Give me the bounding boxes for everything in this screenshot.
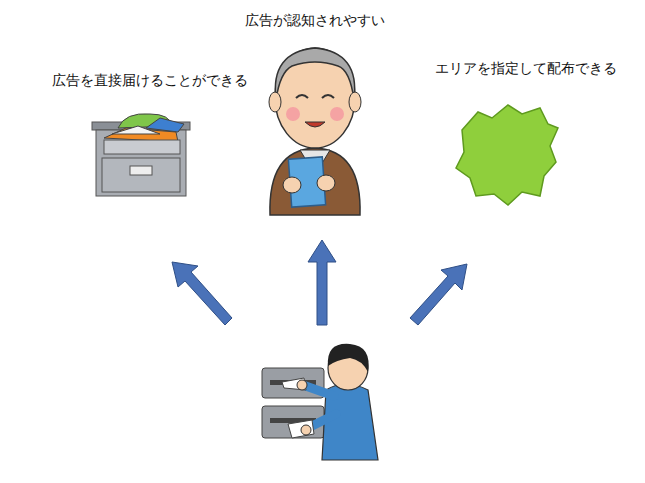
caption-label: 広告を直接届けることができる xyxy=(52,72,248,89)
person-posting xyxy=(262,344,378,460)
caption-label: 広告が認知されやすい xyxy=(245,12,385,29)
drawer-cabinet xyxy=(92,114,190,196)
arrows xyxy=(172,240,467,325)
caption-label: エリアを指定して配布できる xyxy=(435,60,617,77)
area-map xyxy=(456,105,558,205)
elderly-reader xyxy=(269,48,361,215)
